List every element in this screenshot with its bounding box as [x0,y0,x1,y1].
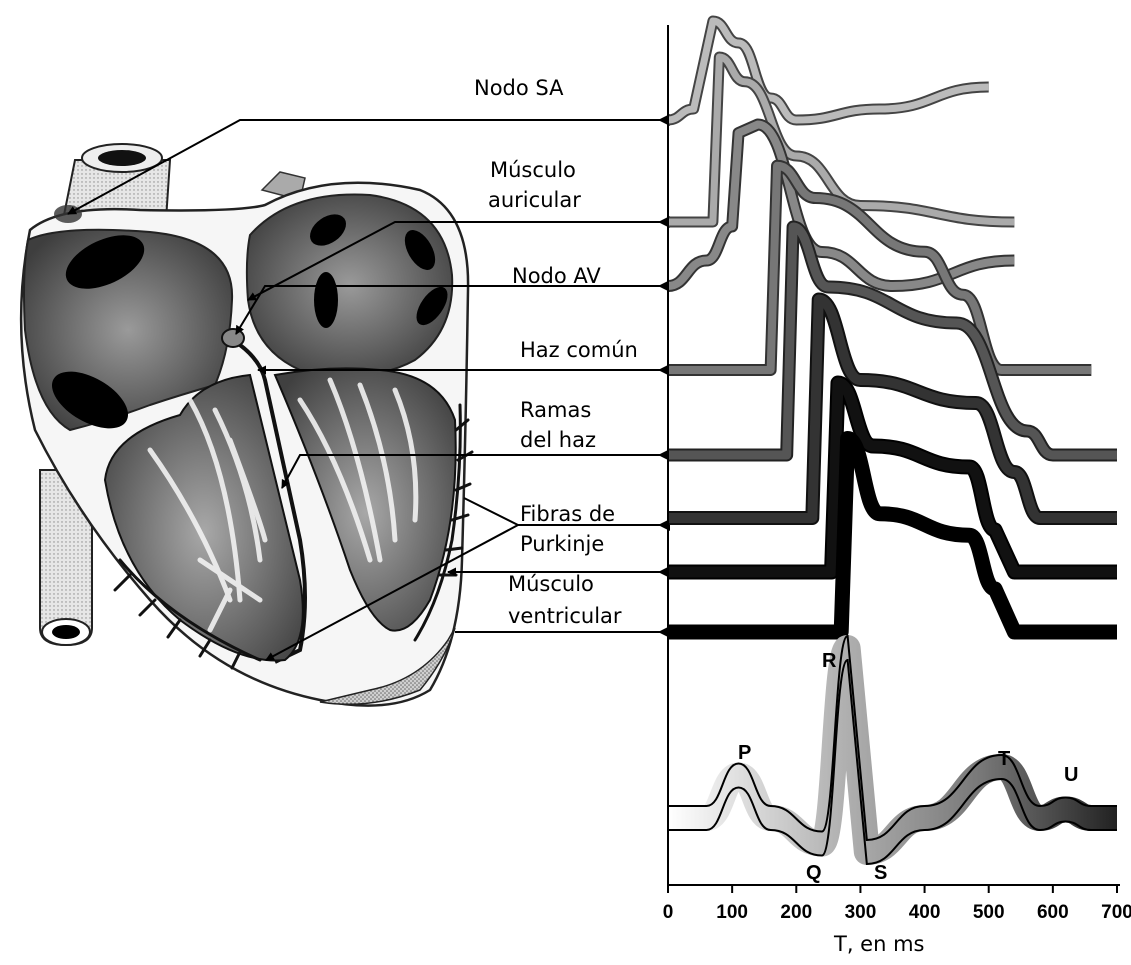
x-axis-ticks [668,885,1117,893]
x-tick-label: 100 [716,902,748,924]
x-tick-label: 0 [663,902,674,924]
x-tick-label: 200 [780,902,812,924]
label-purkinje-1: Fibras de [520,502,615,526]
label-branches-1: Ramas [520,398,591,422]
trace-7 [668,383,1117,572]
ecg-label-r: R [822,650,836,673]
ecg-band [668,648,1117,852]
label-ventricular-1: Músculo [508,572,594,596]
pulmonary-vein-3 [314,272,338,328]
trace-outline-7 [668,383,1117,572]
label-bundle: Haz común [520,338,638,362]
x-tick-label: 700 [1101,902,1131,924]
label-sa-node: Nodo SA [474,76,564,100]
x-tick-label: 300 [845,902,877,924]
x-axis-label: T, en ms [834,932,924,956]
ecg-trace [668,636,1117,864]
trace-outline-8 [668,439,1117,633]
heart-illustration [21,144,472,706]
ecg-label-u: U [1064,764,1078,787]
label-ventricular-2: ventricular [508,604,622,628]
label-branches-2: del haz [520,428,596,452]
label-purkinje-2: Purkinje [520,532,604,556]
action-potential-traces [668,21,1117,632]
label-atrial-muscle-1: Músculo [490,158,576,182]
x-tick-label: 400 [909,902,941,924]
trace-outline-6 [668,300,1117,519]
label-av-node: Nodo AV [512,264,601,288]
ecg-label-t: T [998,748,1010,771]
ecg-label-q: Q [806,862,822,885]
ecg-label-s: S [874,862,887,885]
label-atrial-muscle-2: auricular [488,188,581,212]
x-tick-label: 600 [1037,902,1069,924]
trace-8 [668,439,1117,633]
x-tick-label: 500 [973,902,1005,924]
trace-5 [668,227,1117,455]
trace-6 [668,300,1117,519]
ecg-label-p: P [738,742,751,765]
trace-outline-5 [668,227,1117,455]
